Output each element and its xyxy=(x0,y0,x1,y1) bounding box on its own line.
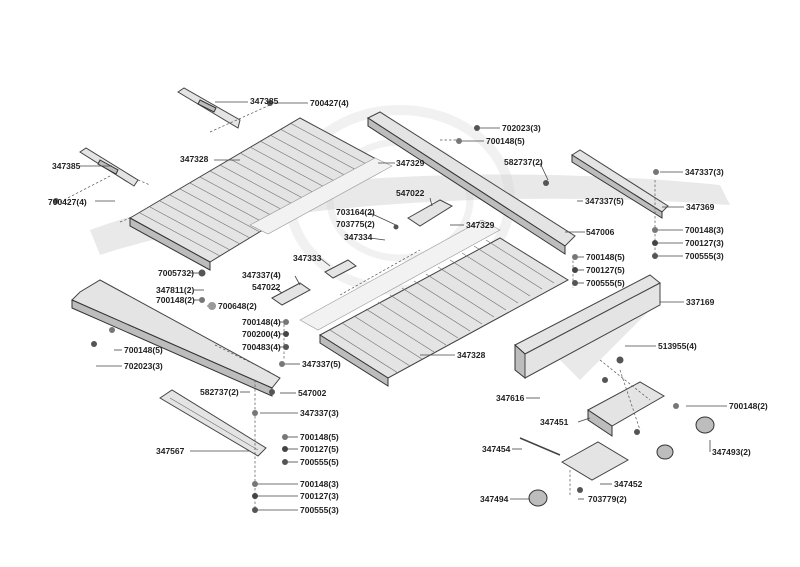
label-700483-4: 700483(4) xyxy=(242,342,281,352)
label-700555-3-right: 700555(3) xyxy=(685,251,724,261)
rail-347369 xyxy=(571,149,669,219)
label-700148-5-top: 700148(5) xyxy=(486,136,525,146)
label-347333: 347333 xyxy=(293,253,322,263)
label-347328-mid: 347328 xyxy=(457,350,486,360)
label-700648-2: 700648(2) xyxy=(218,301,257,311)
rail-547002 xyxy=(71,279,281,397)
label-347328-top: 347328 xyxy=(180,154,209,164)
label-347329-mid: 347329 xyxy=(466,220,495,230)
label-700555-5-mid: 700555(5) xyxy=(586,278,625,288)
label-337169: 337169 xyxy=(686,297,715,307)
part-labels: 347385 700427(4) 347385 347328 347329 70… xyxy=(48,96,768,515)
bracket-347385-top xyxy=(177,87,241,129)
label-347811-2: 347811(2) xyxy=(156,285,194,295)
label-347337-5-low: 347337(5) xyxy=(302,359,341,369)
label-347385-left: 347385 xyxy=(52,161,81,171)
knob-347493 xyxy=(695,416,715,434)
label-547022-top: 547022 xyxy=(396,188,425,198)
label-347454: 347454 xyxy=(482,444,511,454)
label-547022-mid: 547022 xyxy=(252,282,281,292)
knob-347493-b xyxy=(656,444,674,460)
label-547002: 547002 xyxy=(298,388,327,398)
label-347334: 347334 xyxy=(344,232,373,242)
bracket-347451 xyxy=(587,381,665,437)
label-703164-2: 703164(2) xyxy=(336,207,375,217)
label-700555-3-low: 700555(3) xyxy=(300,505,339,515)
slider-347452 xyxy=(561,441,629,481)
thin-plate-347329-mid xyxy=(299,219,501,331)
label-582737-2-top: 582737(2) xyxy=(504,157,543,167)
label-347337-4: 347337(4) xyxy=(242,270,281,280)
label-513955-4: 513955(4) xyxy=(658,341,697,351)
label-703779-2: 703779(2) xyxy=(588,494,627,504)
label-347567: 347567 xyxy=(156,446,185,456)
label-700427-4-left: 700427(4) xyxy=(48,197,87,207)
label-700427-4-top: 700427(4) xyxy=(310,98,349,108)
label-347494: 347494 xyxy=(480,494,509,504)
label-700148-3-right: 700148(3) xyxy=(685,225,724,235)
label-347451: 347451 xyxy=(540,417,569,427)
assembly-lines xyxy=(59,104,656,510)
label-700148-2-left: 700148(2) xyxy=(156,295,195,305)
rail-547006 xyxy=(366,111,576,255)
label-347329-top: 347329 xyxy=(396,158,425,168)
label-7005732: 7005732) xyxy=(158,268,194,278)
hardware-fasteners xyxy=(53,100,679,513)
label-700148-5-left: 700148(5) xyxy=(124,345,163,355)
label-700148-3-low: 700148(3) xyxy=(300,479,339,489)
label-347385-top: 347385 xyxy=(250,96,279,106)
label-347337-5-mid: 347337(5) xyxy=(585,196,624,206)
label-700148-5-mid: 700148(5) xyxy=(586,252,625,262)
label-700148-4: 700148(4) xyxy=(242,317,281,327)
label-702023-3-top: 702023(3) xyxy=(502,123,541,133)
label-347369: 347369 xyxy=(686,202,715,212)
label-347493-2: 347493(2) xyxy=(712,447,751,457)
label-702023-3-left: 702023(3) xyxy=(124,361,163,371)
table-plate-347328-mid xyxy=(319,237,569,387)
label-547006: 547006 xyxy=(586,227,615,237)
label-347616: 347616 xyxy=(496,393,525,403)
label-700148-2-right: 700148(2) xyxy=(729,401,768,411)
label-703775-2: 703775(2) xyxy=(336,219,375,229)
fence-337169 xyxy=(514,274,661,380)
label-700555-5-low: 700555(5) xyxy=(300,457,339,467)
label-700127-3-low: 700127(3) xyxy=(300,491,339,501)
bracket-347385-left xyxy=(79,147,139,187)
thin-plate-347329-upper xyxy=(249,157,393,235)
rule-347567 xyxy=(159,389,267,457)
label-700127-3-right: 700127(3) xyxy=(685,238,724,248)
label-700127-5-low: 700127(5) xyxy=(300,444,339,454)
block-547022-upper xyxy=(407,199,454,227)
label-347337-3-low: 347337(3) xyxy=(300,408,339,418)
label-700127-5-mid: 700127(5) xyxy=(586,265,625,275)
label-347337-3-right: 347337(3) xyxy=(685,167,724,177)
rod-347454 xyxy=(519,437,561,456)
block-547022-mid xyxy=(271,282,311,306)
label-582737-2-low: 582737(2) xyxy=(200,387,239,397)
label-700148-5-low: 700148(5) xyxy=(300,432,339,442)
label-347452: 347452 xyxy=(614,479,643,489)
block-347333 xyxy=(324,259,357,279)
knob-347494 xyxy=(528,489,548,507)
label-700200-4: 700200(4) xyxy=(242,329,281,339)
